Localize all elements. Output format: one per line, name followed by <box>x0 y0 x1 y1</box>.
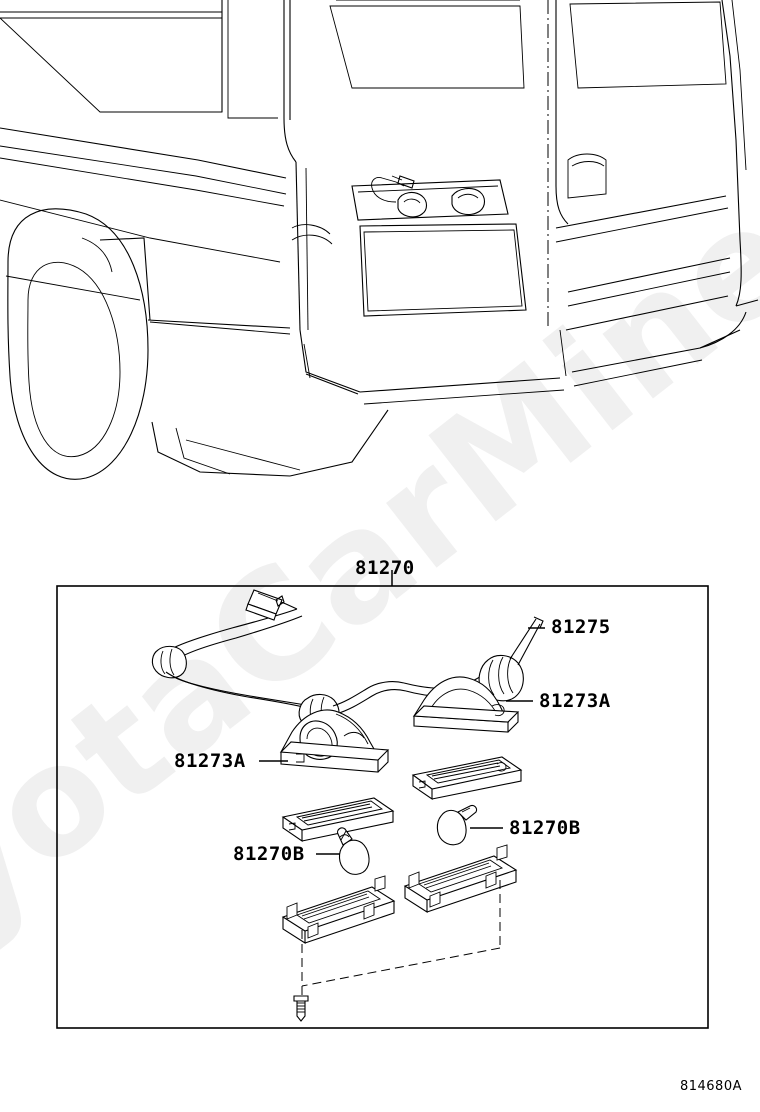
figure-code: 814680A <box>679 1079 742 1094</box>
van-license-plate-area <box>351 175 527 317</box>
part-label-81275: 81275 <box>551 616 611 638</box>
lamp-lens-left <box>279 709 390 773</box>
lamp-housing-left <box>281 875 396 945</box>
part-label-81270b-right: 81270B <box>509 817 581 839</box>
lamp-gasket-right <box>411 756 523 801</box>
van-left-body-panel <box>0 0 287 301</box>
part-label-81273a-right: 81273A <box>539 690 611 712</box>
van-rear-lower-body <box>151 409 389 477</box>
van-right-body-panel <box>547 0 759 387</box>
lamp-bulb-left <box>337 827 370 875</box>
part-label-81270: 81270 <box>355 557 415 579</box>
part-label-81270b-left: 81270B <box>233 843 305 865</box>
mounting-screw <box>293 995 309 1022</box>
label-leader-lines <box>259 627 545 855</box>
lamp-gasket-left <box>281 797 395 843</box>
van-rear-bumper <box>305 373 565 405</box>
assembly-dashed-lines <box>301 880 501 1000</box>
lamp-lens-right <box>412 676 520 733</box>
lamp-bulb-right <box>436 804 478 846</box>
lamp-housing-right <box>403 844 518 914</box>
van-rear-door-panel <box>283 0 525 393</box>
part-label-81273a-left: 81273A <box>174 750 246 772</box>
van-rear-wheel <box>7 208 291 480</box>
detail-box-border <box>56 585 709 1029</box>
